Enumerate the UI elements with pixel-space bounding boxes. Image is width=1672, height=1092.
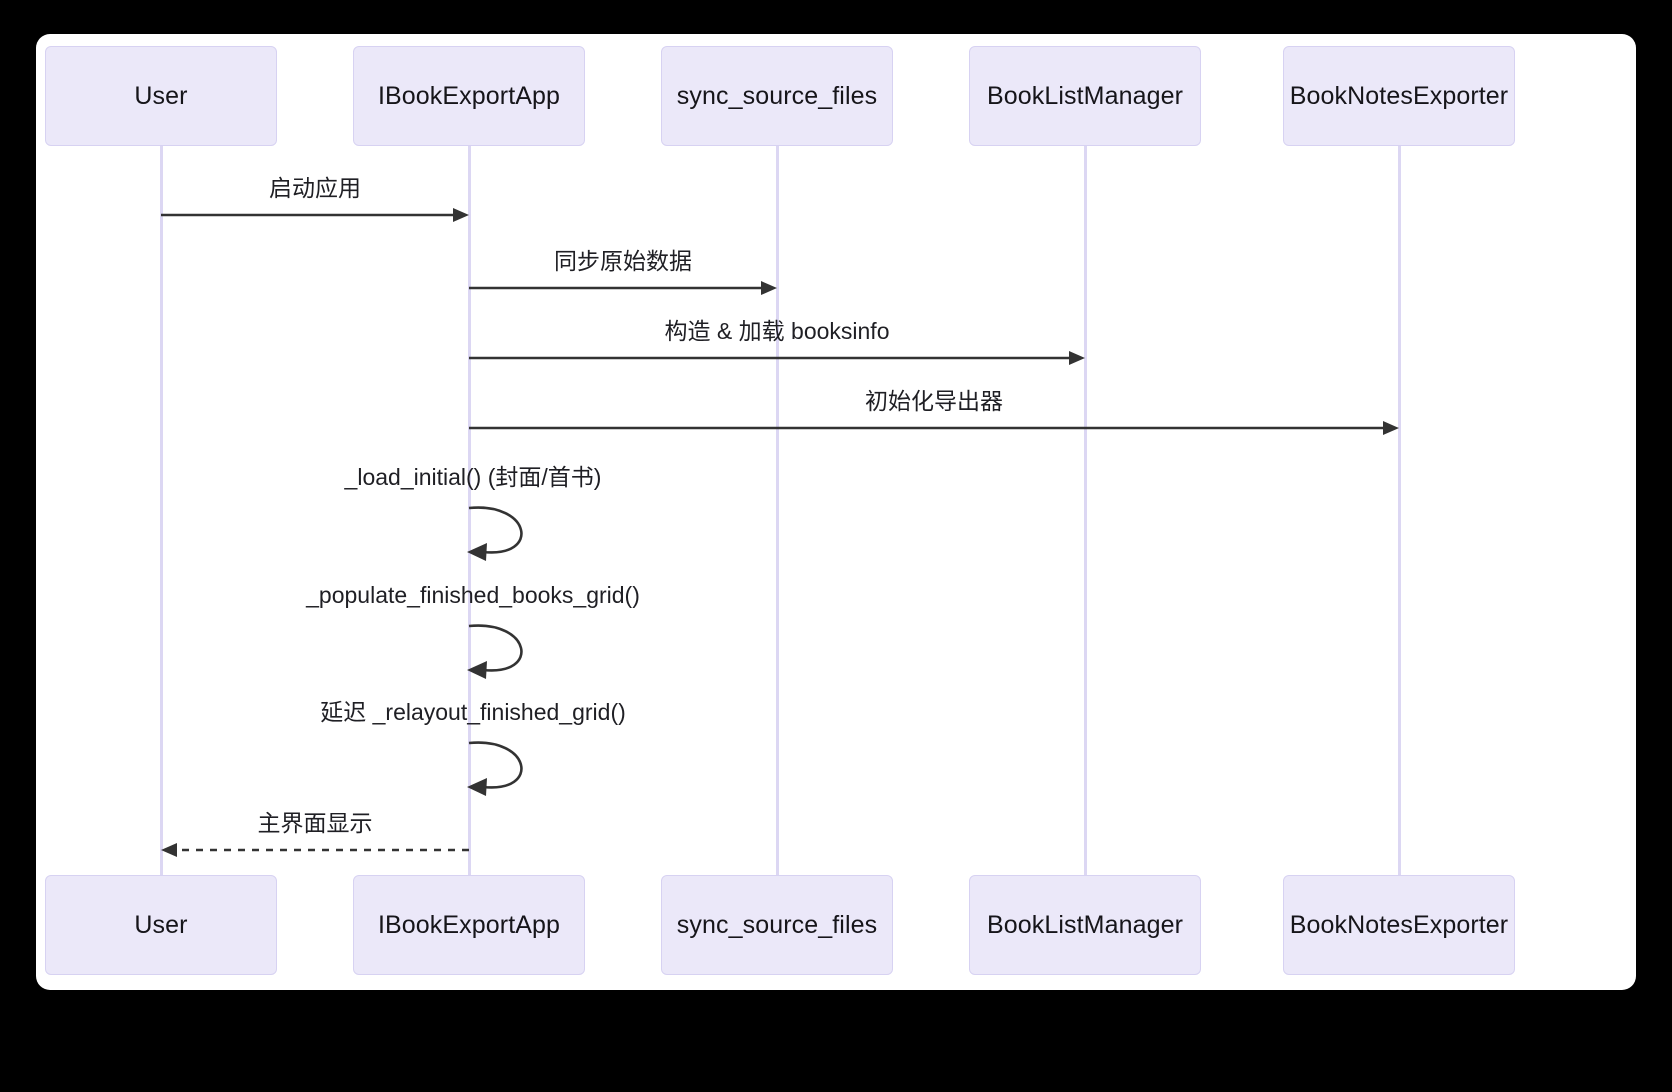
message-label-1: 启动应用	[269, 175, 361, 201]
message-arrow-2	[469, 281, 777, 295]
lifeline-user	[159, 146, 163, 875]
participant-label: BookListManager	[986, 81, 1184, 110]
participant-label: User	[134, 81, 188, 110]
message-label-5: _load_initial() (封面/首书)	[344, 464, 602, 490]
self-message-arrow-5	[467, 506, 523, 561]
lifeline-exporter	[1397, 146, 1401, 875]
message-label-3: 构造 & 加载 booksinfo	[664, 318, 890, 344]
participant-label: sync_source_files	[676, 910, 878, 939]
message-arrow-4	[469, 421, 1399, 435]
participant-label: sync_source_files	[676, 81, 878, 110]
participant-box-exporter-bottom[interactable]: BookNotesExporter	[1283, 875, 1515, 975]
participant-box-app-top[interactable]: IBookExportApp	[353, 46, 585, 146]
participant-box-booklist-top[interactable]: BookListManager	[969, 46, 1201, 146]
message-label-8: 主界面显示	[257, 810, 373, 836]
participant-box-booklist-bottom[interactable]: BookListManager	[969, 875, 1201, 975]
self-message-arrow-7	[467, 741, 523, 796]
message-label-4: 初始化导出器	[865, 388, 1003, 414]
participant-box-sync-top[interactable]: sync_source_files	[661, 46, 893, 146]
participant-label: BookNotesExporter	[1289, 81, 1509, 110]
participant-box-exporter-top[interactable]: BookNotesExporter	[1283, 46, 1515, 146]
participant-box-user-bottom[interactable]: User	[45, 875, 277, 975]
participant-label: IBookExportApp	[377, 81, 561, 110]
message-label-2: 同步原始数据	[554, 248, 692, 274]
lifeline-sync	[775, 146, 779, 875]
lifeline-booklist	[1083, 146, 1087, 875]
message-label-7: 延迟 _relayout_finished_grid()	[320, 699, 626, 725]
participant-label: BookListManager	[986, 910, 1184, 939]
participant-label: BookNotesExporter	[1289, 910, 1509, 939]
participant-box-sync-bottom[interactable]: sync_source_files	[661, 875, 893, 975]
message-arrow-1	[161, 208, 469, 222]
participant-label: IBookExportApp	[377, 910, 561, 939]
participant-box-app-bottom[interactable]: IBookExportApp	[353, 875, 585, 975]
lifeline-app	[467, 146, 471, 875]
message-arrow-8	[161, 843, 469, 857]
message-arrow-3	[469, 351, 1085, 365]
self-message-arrow-6	[467, 624, 523, 679]
participant-label: User	[134, 910, 188, 939]
message-label-6: _populate_finished_books_grid()	[306, 582, 640, 608]
participant-box-user-top[interactable]: User	[45, 46, 277, 146]
